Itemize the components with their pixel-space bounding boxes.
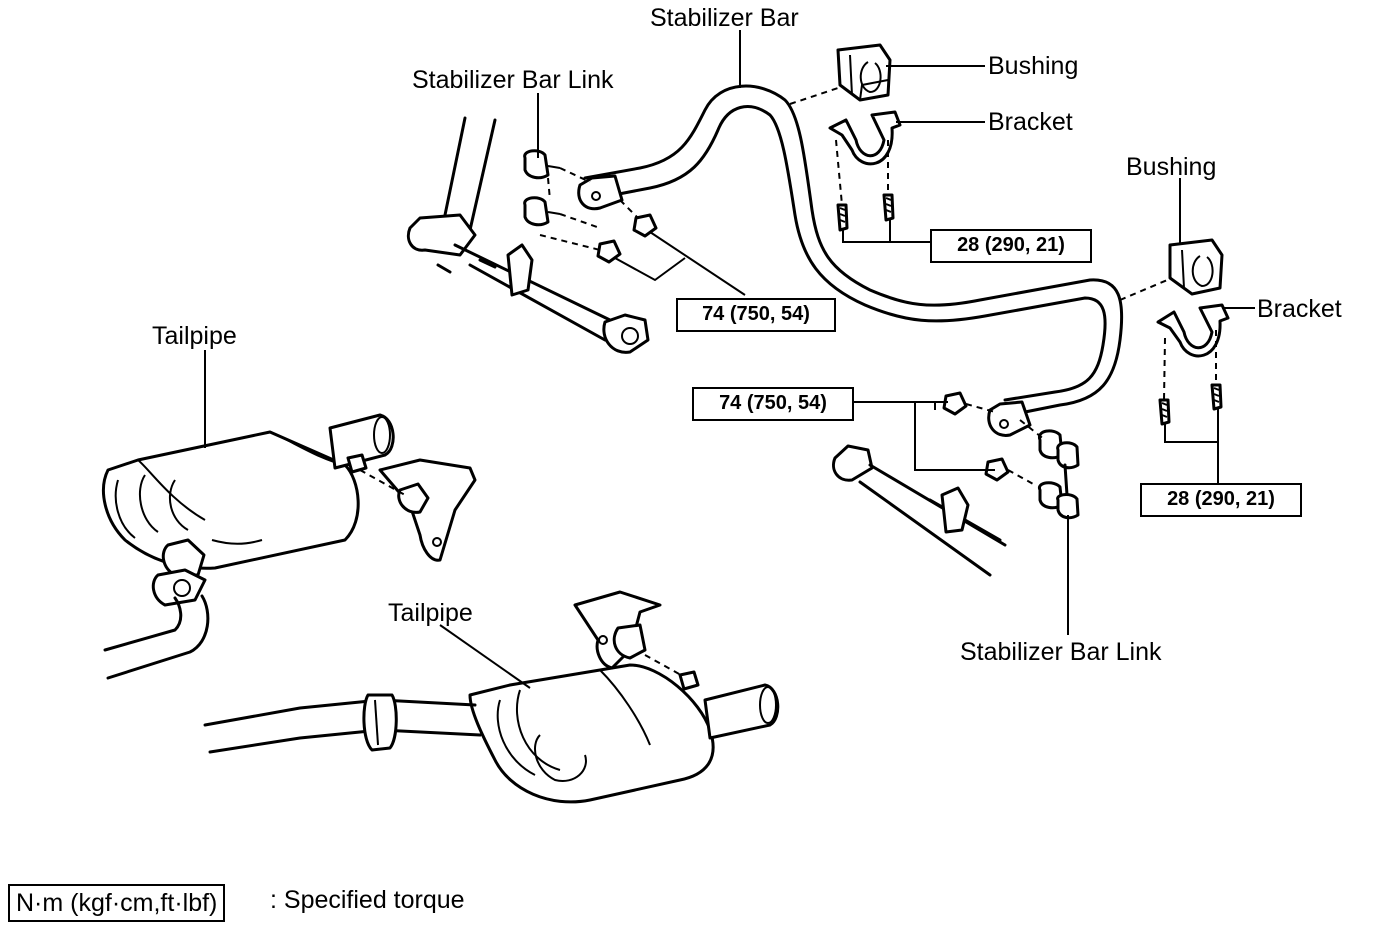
bracket-top-bolts	[836, 193, 895, 232]
bushing-right	[1168, 238, 1224, 296]
label-bracket-top: Bracket	[988, 108, 1073, 136]
stabilizer-bar-link-bottom	[1037, 429, 1080, 520]
stabilizer-bar-end-left	[577, 174, 624, 211]
tailpipe-bottom-pipe	[203, 693, 482, 754]
label-stabilizer-bar: Stabilizer Bar	[650, 4, 799, 32]
legend-unit-box: N·m (kgf·cm,ft·lbf)	[8, 884, 226, 922]
label-stabilizer-bar-link-bottom: Stabilizer Bar Link	[960, 638, 1162, 666]
tailpipe-left-pipe	[103, 594, 210, 680]
label-tailpipe-left: Tailpipe	[152, 322, 237, 350]
stabilizer-bar-end-right	[987, 400, 1032, 437]
tailpipe-left-muffler	[101, 430, 360, 607]
torque-box-bracket-top: 28 (290, 21)	[930, 229, 1092, 263]
suspension-arm-left	[406, 116, 650, 354]
legend-description: : Specified torque	[270, 886, 465, 914]
bushing-top	[836, 43, 892, 102]
label-bushing-top: Bushing	[988, 52, 1079, 80]
bracket-top	[828, 110, 902, 166]
torque-box-bracket-right: 28 (290, 21)	[1140, 483, 1302, 517]
tailpipe-bottom-muffler	[468, 663, 715, 804]
label-tailpipe-bottom: Tailpipe	[388, 599, 473, 627]
tailpipe-bottom-tip	[703, 683, 780, 740]
label-stabilizer-bar-link-top: Stabilizer Bar Link	[412, 66, 614, 94]
suspension-arm-right	[832, 444, 1007, 577]
stabilizer-bar	[583, 84, 1124, 417]
tailpipe-left-tip	[328, 413, 395, 470]
torque-box-link-right: 74 (750, 54)	[692, 387, 854, 421]
bracket-right	[1156, 303, 1230, 358]
tailpipe-bottom-hanger	[573, 590, 662, 670]
link-nuts-left	[596, 213, 658, 264]
bracket-right-bolts	[1158, 383, 1223, 426]
label-bushing-right: Bushing	[1126, 153, 1217, 181]
link-nuts-right	[942, 391, 1010, 482]
label-bracket-right: Bracket	[1257, 295, 1342, 323]
stabilizer-bar-link-top	[523, 149, 561, 227]
tailpipe-left-hanger	[378, 458, 477, 562]
torque-box-link-left: 74 (750, 54)	[676, 298, 836, 332]
leader-lines	[204, 30, 1255, 689]
